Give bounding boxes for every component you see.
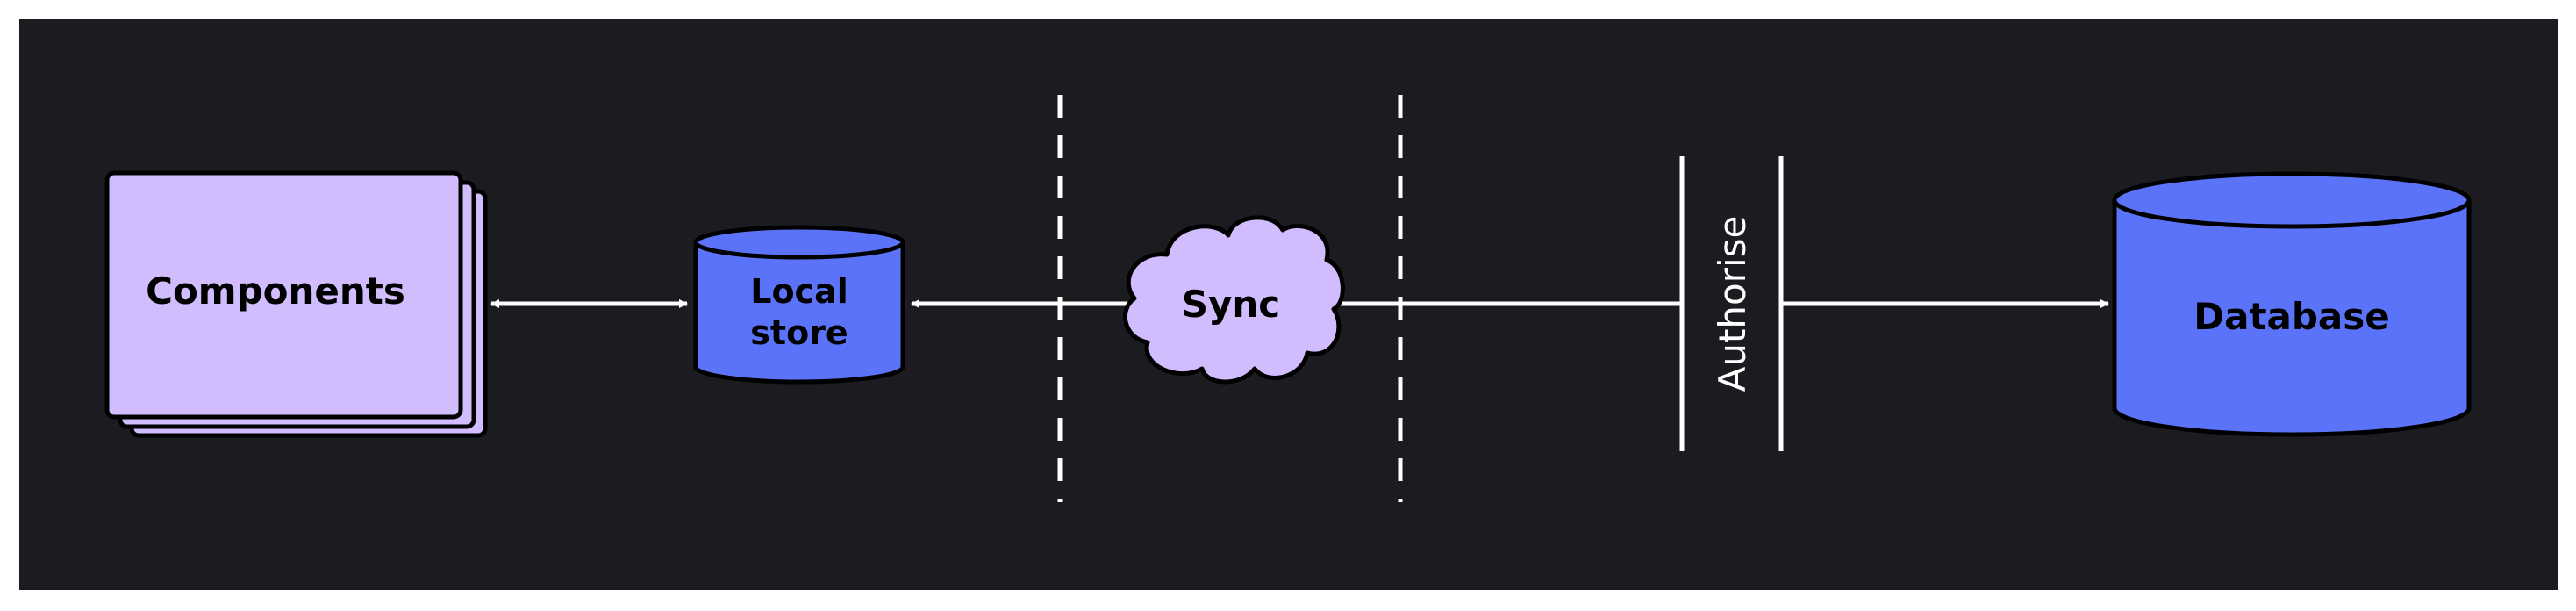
- sync-node: Sync: [1122, 215, 1345, 385]
- local-store-label-line2: store: [750, 313, 848, 352]
- components-node: Components: [104, 170, 488, 438]
- database-node: Database: [2112, 171, 2472, 437]
- local-store-label-line1: Local: [750, 272, 848, 311]
- database-label: Database: [2193, 295, 2390, 338]
- components-card-front: [104, 170, 463, 420]
- sync-cloud-shape: [1122, 215, 1345, 385]
- local-store-top: [693, 225, 905, 260]
- local-store-body: [693, 242, 905, 385]
- sync-label: Sync: [1182, 283, 1280, 326]
- database-top: [2112, 171, 2472, 229]
- authorise-label: Authorise: [1711, 216, 1754, 392]
- local-store-node: Local store: [693, 225, 905, 385]
- components-label: Components: [146, 270, 405, 313]
- database-body: [2112, 200, 2472, 437]
- authorise-node: Authorise: [1679, 156, 1784, 451]
